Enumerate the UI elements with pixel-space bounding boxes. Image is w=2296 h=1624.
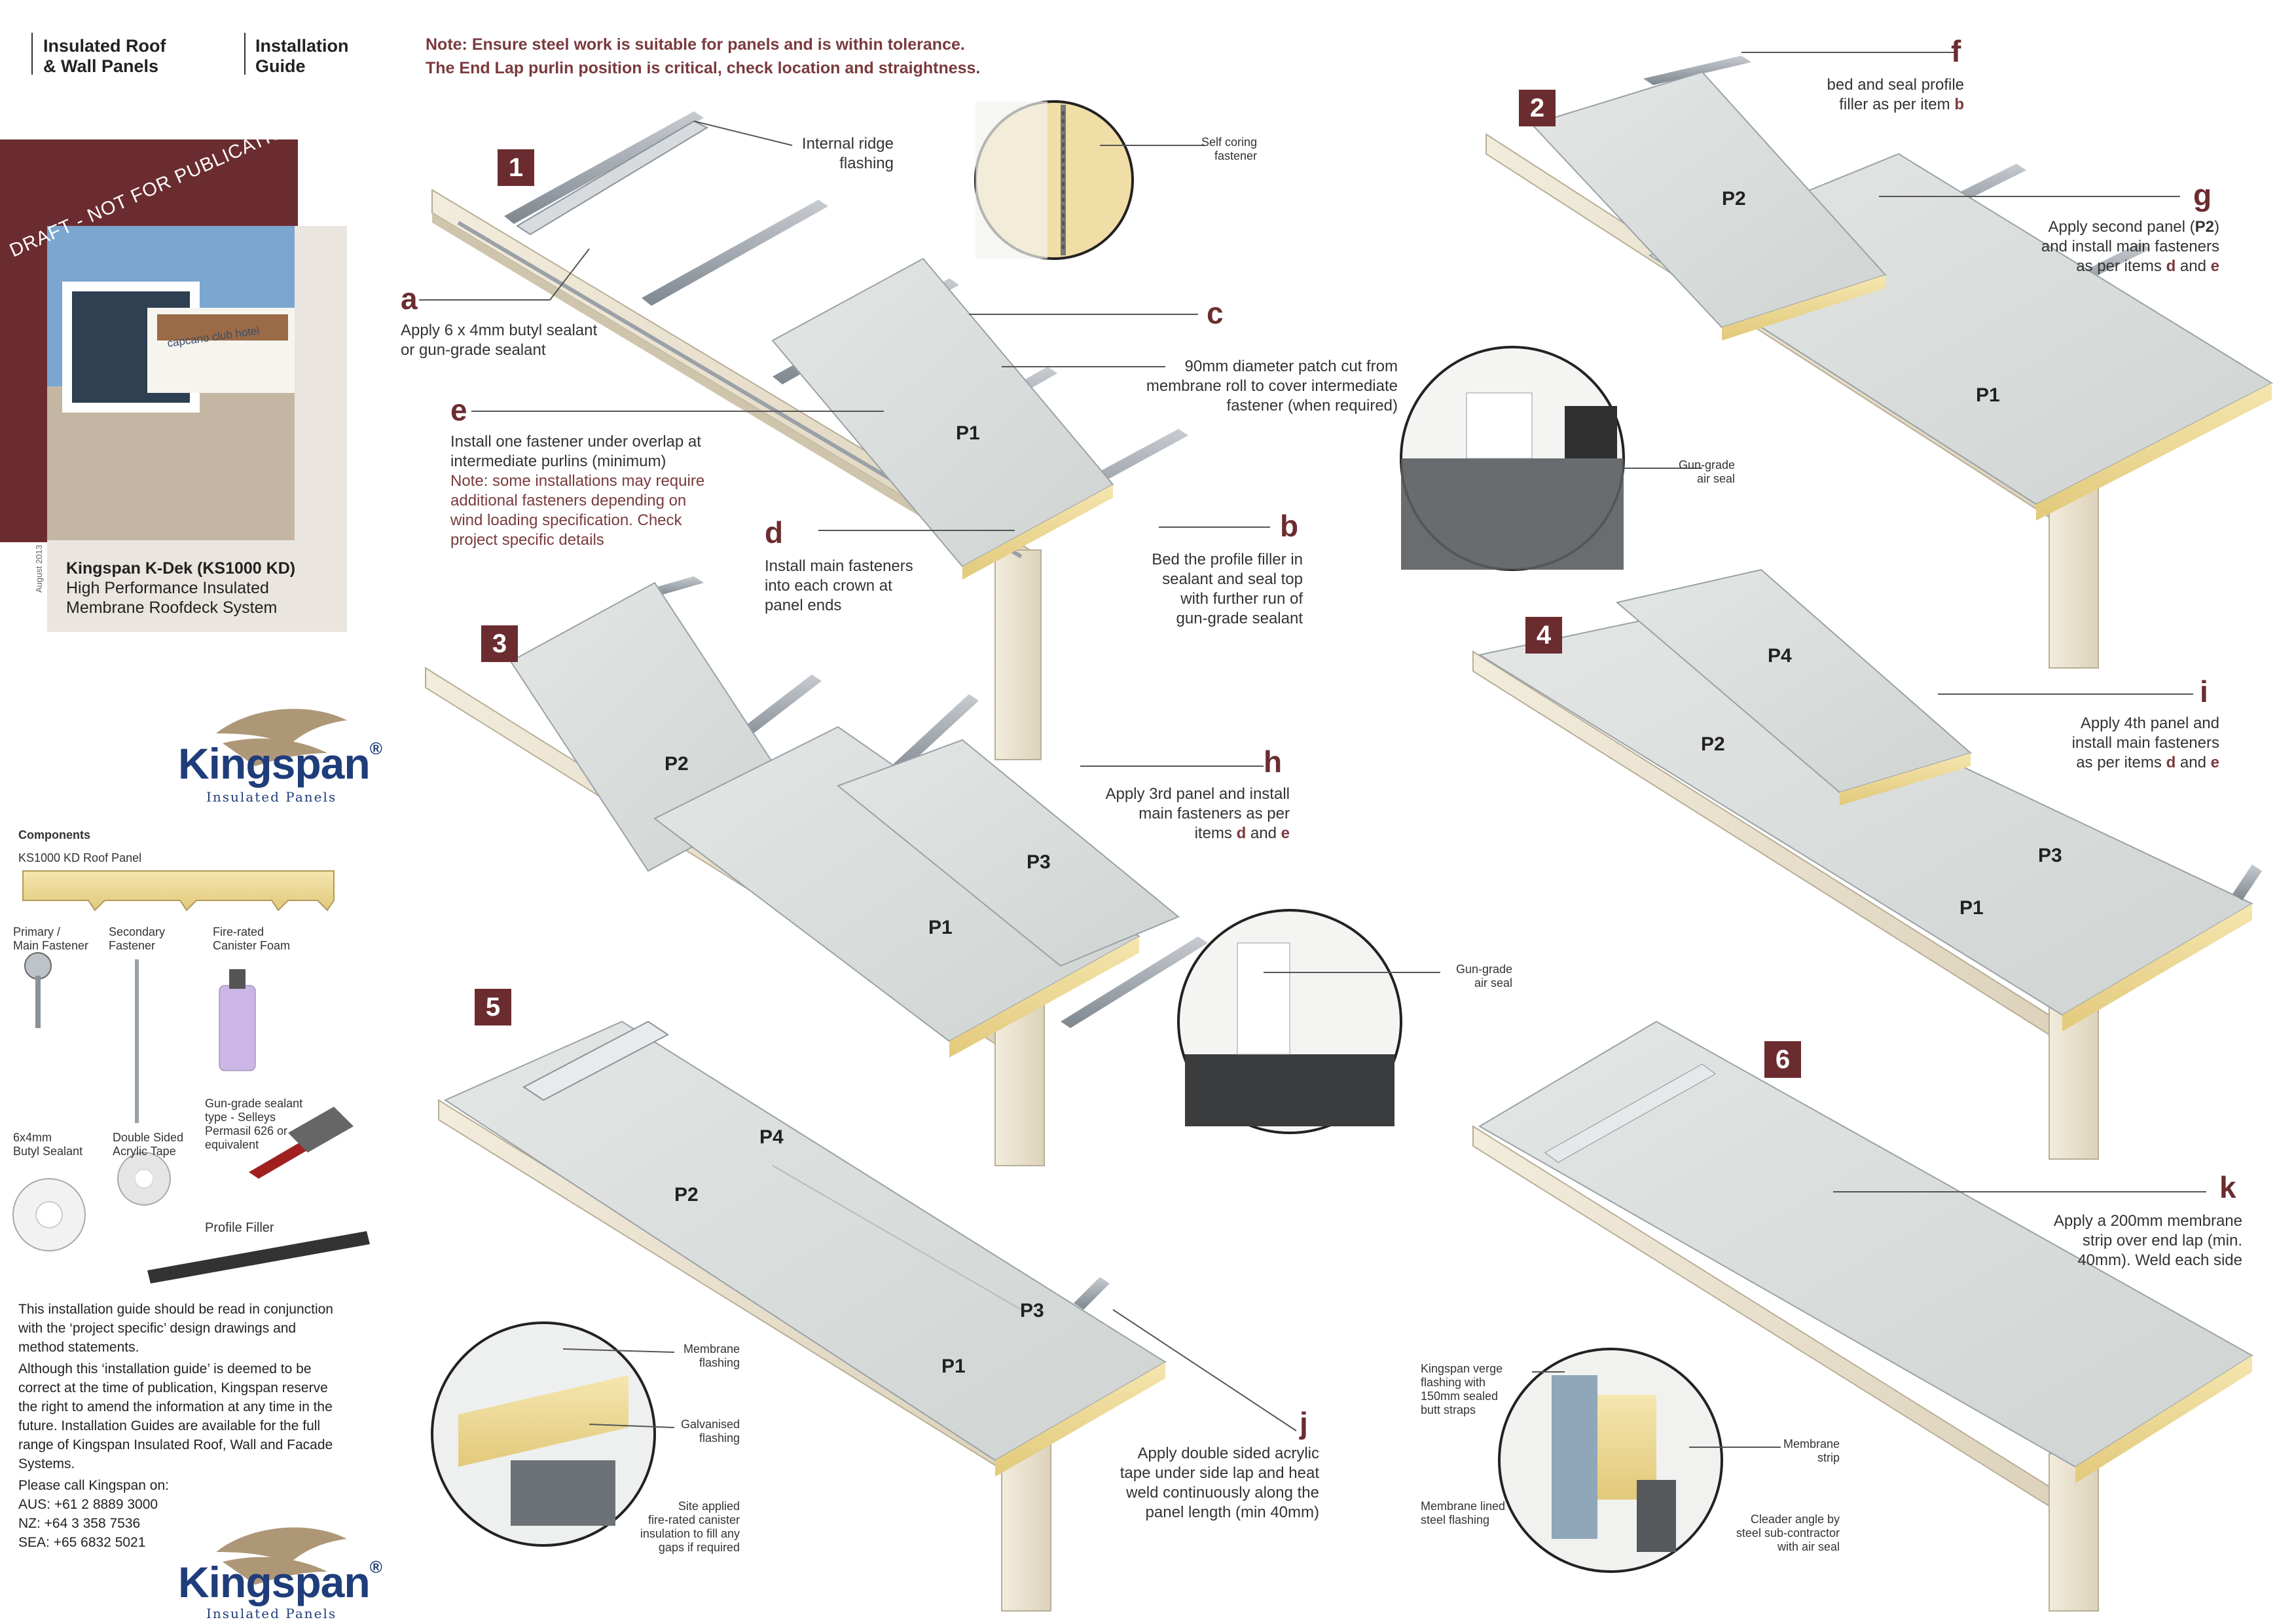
step-badge-1: 1 [498,149,534,186]
step-1-illustration [431,111,1188,760]
callout-j: j [1300,1406,1308,1440]
cover-block [0,139,347,632]
step-5-illustration [438,1020,1167,1612]
panel-label-p3-step3: P3 [1027,851,1051,873]
profile-filler-label: Profile Filler [205,1221,274,1235]
callout-f: f [1951,34,1961,68]
callout-h: h [1264,745,1283,779]
step-badge-6: 6 [1764,1041,1801,1078]
step-badge-4: 4 [1525,617,1562,654]
kingspan-lion-logo-2 [216,1527,347,1585]
components-title: Components [18,828,90,841]
kingspan-tagline-1: Insulated Panels [206,789,337,805]
step-4-illustration [1472,568,2262,1160]
callout-c: c [1207,296,1224,330]
air-seal-detail-1 [1400,346,1625,571]
header-divider-2 [244,33,246,75]
publication-date: August 2013 [34,544,44,593]
callout-g-text: Apply second panel (P2) and install main… [2041,218,2219,275]
panel-label-p4-step4: P4 [1768,645,1792,667]
callout-d: d [765,515,784,549]
step-badge-2: 2 [1519,90,1556,126]
callout-b: b [1280,509,1299,543]
step-2-illustration [1485,56,2274,669]
disclaimer-text: This installation guide should be read i… [18,1302,333,1550]
step-3-illustration [425,576,1208,1166]
kingspan-wordmark-1: Kingspan® [178,739,382,788]
panel-label-p1-step5: P1 [941,1356,966,1377]
main-fastener-label: Primary /Main Fastener [13,925,89,952]
panel-label-p2-step5: P2 [674,1184,699,1206]
callout-g: g [2193,178,2212,212]
kingspan-wordmark-2: Kingspan® [178,1557,382,1606]
callout-k: k [2219,1170,2236,1204]
panel-label-p1-step2: P1 [1976,384,2000,406]
air-seal-detail-2 [1177,909,1402,1134]
step-badge-3: 3 [481,625,518,662]
panel-label-p4-step5: P4 [759,1126,784,1148]
panel-label-p3-step4: P3 [2038,845,2062,866]
steelwork-note: Note: Ensure steel work is suitable for … [426,35,981,77]
doc-type-label: Insulated Roof& Wall Panels [43,36,166,76]
kingspan-tagline-2: Insulated Panels [206,1606,337,1621]
verge-detail [1498,1348,1723,1573]
component-icons [12,870,370,1283]
step-6-illustration [1472,1020,2253,1612]
product-title: Kingspan K-Dek (KS1000 KD) High Performa… [66,559,296,617]
leader-lines [419,52,2206,1448]
ridge-detail [431,1321,656,1547]
callout-i: i [2200,674,2208,709]
header-divider [31,33,33,75]
callout-e: e [450,393,467,427]
panel-label-p1-step3: P1 [928,917,953,938]
panel-label-p2-step4: P2 [1701,733,1725,755]
panel-label-p2-step3: P2 [665,753,689,775]
step-badge-5: 5 [475,989,511,1025]
panel-label-p1-step4: P1 [1959,897,1984,919]
self-coring-detail [974,100,1134,260]
panel-label-p3-step5: P3 [1020,1300,1044,1321]
callout-a: a [401,282,418,316]
kingspan-lion-logo-1 [216,709,347,766]
panel-label-p2-step2: P2 [1722,188,1746,210]
panel-label-p1-step1: P1 [956,422,980,444]
panel-label: KS1000 KD Roof Panel [18,851,142,864]
